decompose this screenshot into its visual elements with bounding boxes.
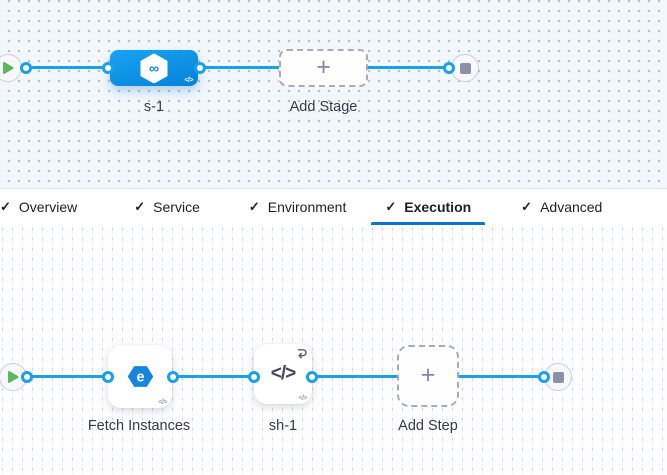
connector-dot[interactable] bbox=[167, 371, 179, 383]
connector-dot[interactable] bbox=[102, 371, 114, 383]
step-label: sh-1 bbox=[268, 418, 298, 434]
connector-dot[interactable] bbox=[194, 62, 206, 74]
step-label: Fetch Instances bbox=[87, 418, 191, 434]
tab-label: Environment bbox=[267, 199, 347, 215]
add-step-button[interactable]: + bbox=[397, 345, 459, 407]
pipeline-end-node[interactable] bbox=[451, 54, 479, 82]
execution-graph-canvas[interactable]: e </> Fetch Instances </> </> sh-1 + Add… bbox=[0, 225, 667, 475]
svg-text:e: e bbox=[136, 369, 144, 385]
connector-dot[interactable] bbox=[21, 371, 33, 383]
stop-icon bbox=[459, 62, 471, 74]
connector-dot[interactable] bbox=[248, 371, 260, 383]
stage-graph-canvas[interactable]: ∞ </> s-1 + Add Stage bbox=[0, 0, 667, 188]
play-icon bbox=[3, 62, 14, 74]
add-step-label: Add Step bbox=[398, 418, 458, 434]
connector-dot[interactable] bbox=[443, 62, 455, 74]
stop-icon bbox=[552, 371, 564, 383]
check-icon: ✓ bbox=[521, 199, 533, 214]
stage-node-s-1[interactable]: ∞ </> bbox=[110, 50, 198, 86]
connector-dot[interactable] bbox=[538, 371, 550, 383]
check-icon: ✓ bbox=[385, 199, 397, 214]
cd-stage-icon: ∞ bbox=[140, 53, 168, 83]
tab-label: Service bbox=[153, 199, 200, 215]
plus-icon: + bbox=[420, 360, 436, 389]
pipeline-config-tabs: ✓ Overview ✓ Service ✓ Environment ✓ Exe… bbox=[0, 188, 667, 225]
stage-label: s-1 bbox=[143, 99, 165, 115]
looping-strategy-icon[interactable] bbox=[294, 346, 309, 365]
connector-dot[interactable] bbox=[306, 371, 318, 383]
tab-environment[interactable]: ✓ Environment bbox=[235, 189, 361, 225]
shell-script-icon: </> bbox=[270, 363, 297, 384]
connector-dot[interactable] bbox=[102, 62, 114, 74]
tab-overview[interactable]: ✓ Overview bbox=[0, 189, 91, 225]
check-icon: ✓ bbox=[0, 199, 11, 214]
add-stage-label: Add Stage bbox=[289, 99, 358, 115]
step-code-icon[interactable]: </> bbox=[158, 399, 167, 406]
play-icon bbox=[8, 371, 19, 383]
tab-execution[interactable]: ✓ Execution bbox=[371, 189, 485, 225]
check-icon: ✓ bbox=[248, 199, 260, 214]
fetch-instances-icon: e bbox=[127, 366, 153, 387]
tab-label: Execution bbox=[404, 199, 472, 215]
add-stage-button[interactable]: + bbox=[279, 49, 368, 87]
stage-code-icon[interactable]: </> bbox=[184, 77, 193, 84]
pipeline-start-node[interactable] bbox=[0, 54, 22, 82]
step-code-icon[interactable]: </> bbox=[298, 395, 307, 402]
svg-text:∞: ∞ bbox=[149, 60, 159, 76]
tab-label: Overview bbox=[18, 199, 78, 215]
stage-connector-line bbox=[8, 66, 465, 69]
connector-dot[interactable] bbox=[20, 62, 32, 74]
step-node-fetch-instances[interactable]: e </> bbox=[108, 345, 172, 408]
tab-service[interactable]: ✓ Service bbox=[120, 189, 214, 225]
tab-advanced[interactable]: ✓ Advanced bbox=[507, 189, 616, 225]
step-node-sh-1[interactable]: </> </> bbox=[254, 344, 312, 404]
plus-icon: + bbox=[316, 52, 331, 81]
check-icon: ✓ bbox=[134, 199, 146, 214]
tab-label: Advanced bbox=[540, 199, 603, 215]
